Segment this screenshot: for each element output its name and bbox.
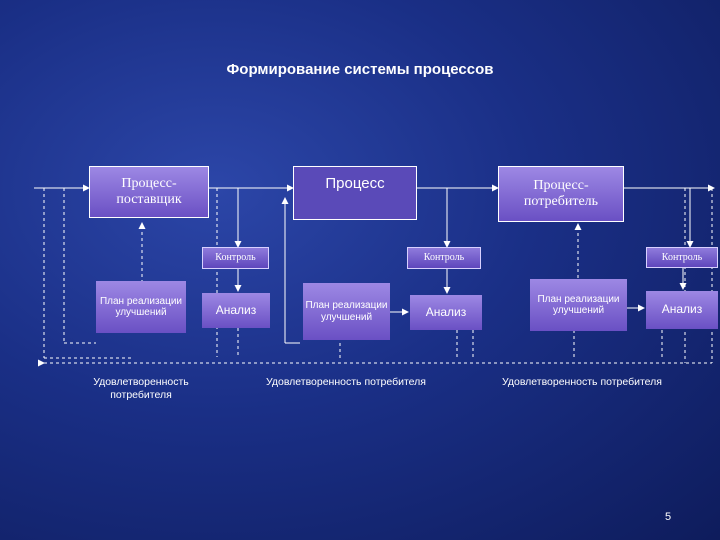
process-consumer-box: Процесс-потребитель <box>498 166 624 222</box>
analysis-box-1: Анализ <box>202 293 270 328</box>
control-box-1: Контроль <box>202 247 269 269</box>
process-supplier-box: Процесс-поставщик <box>89 166 209 218</box>
customer-satisfaction-label-3: Удовлетворенность потребителя <box>502 376 662 388</box>
page-title: Формирование системы процессов <box>226 61 494 78</box>
control-box-2: Контроль <box>407 247 481 269</box>
improvement-plan-box-3: План реализации улучшений <box>530 279 627 331</box>
customer-satisfaction-label-1: Удовлетворенность потребителя <box>93 376 189 402</box>
customer-satisfaction-label-2: Удовлетворенность потребителя <box>266 376 426 388</box>
improvement-plan-box-1: План реализации улучшений <box>96 281 186 333</box>
page-number: 5 <box>665 511 672 523</box>
analysis-box-2: Анализ <box>410 295 482 330</box>
analysis-box-3: Анализ <box>646 291 718 329</box>
improvement-plan-box-2: План реализации улучшений <box>303 283 390 340</box>
control-box-3: Контроль <box>646 247 718 268</box>
process-box: Процесс <box>293 166 417 220</box>
